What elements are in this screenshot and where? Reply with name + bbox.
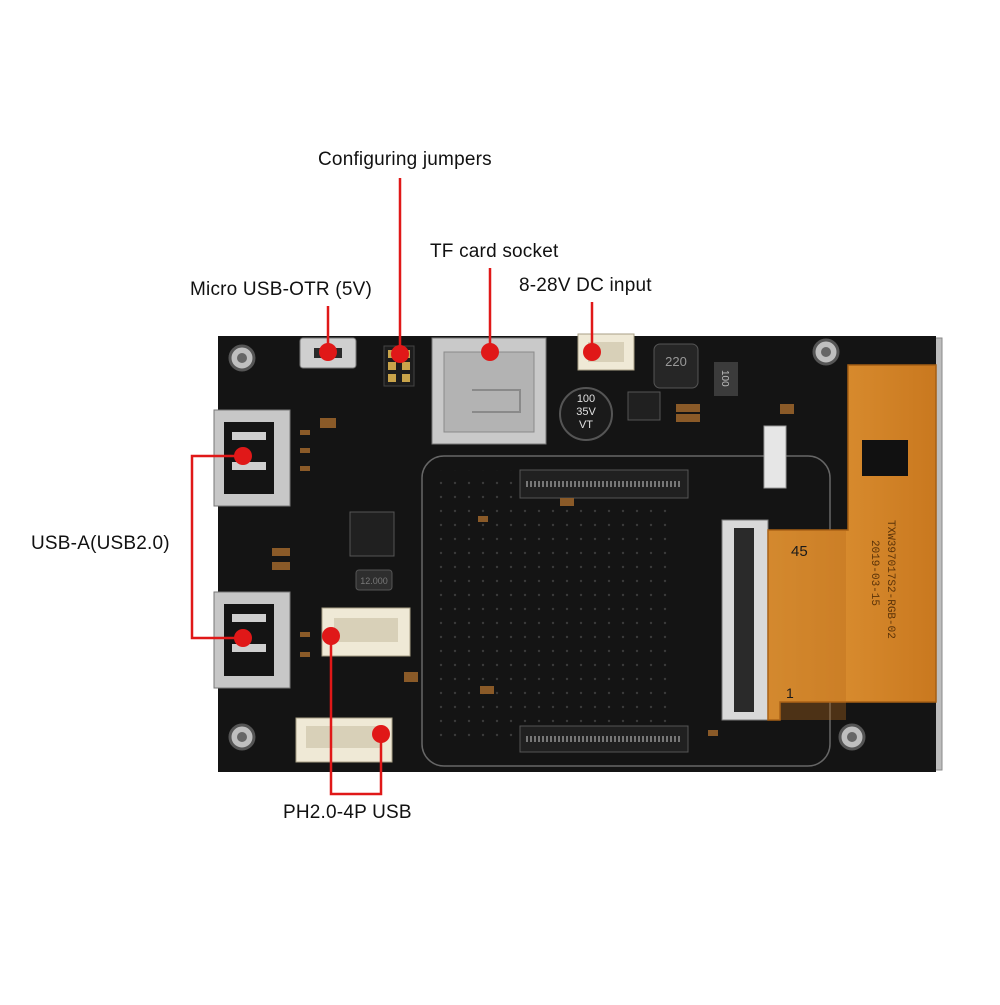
power-resistor bbox=[714, 362, 738, 396]
label-dc-input: 8-28V DC input bbox=[519, 275, 652, 296]
inductor bbox=[653, 343, 699, 389]
svg-text:35V: 35V bbox=[576, 406, 596, 418]
callout-dc-input bbox=[583, 302, 601, 361]
fpc-pin-45: 45 bbox=[791, 543, 808, 560]
regulator-chip bbox=[627, 391, 661, 421]
smd-components bbox=[272, 404, 794, 736]
panel-model: TXW397017S2-RGB-02 bbox=[884, 520, 896, 639]
label-tf-card-socket: TF card socket bbox=[430, 241, 559, 262]
electrolytic-capacitor: 100 35V VT bbox=[559, 387, 613, 441]
svg-text:100: 100 bbox=[577, 393, 595, 405]
label-micro-usb: Micro USB-OTR (5V) bbox=[190, 279, 372, 300]
crystal bbox=[355, 569, 393, 591]
usb-a-port-bottom bbox=[213, 591, 291, 689]
svg-text:VT: VT bbox=[579, 419, 593, 431]
touch-controller-chip bbox=[862, 440, 908, 476]
callout-usb-a bbox=[190, 447, 252, 647]
callout-tf-card bbox=[481, 268, 499, 361]
label-usb-a: USB-A(USB2.0) bbox=[31, 533, 170, 554]
callout-micro-usb bbox=[319, 306, 337, 361]
label-configuring-jumpers: Configuring jumpers bbox=[318, 149, 492, 170]
svg-text:220: 220 bbox=[665, 354, 687, 369]
usb-a-port-top bbox=[213, 409, 291, 507]
mounting-holes bbox=[228, 338, 866, 751]
callout-ph-usb bbox=[322, 627, 390, 796]
touch-fpc-latch bbox=[763, 425, 787, 489]
fpc-pin-1: 1 bbox=[786, 685, 794, 701]
label-ph-usb: PH2.0-4P USB bbox=[283, 802, 412, 823]
usb-hub-chip bbox=[349, 511, 395, 557]
module-dots bbox=[436, 470, 676, 742]
panel-date: 2019-03-15 bbox=[868, 540, 880, 606]
callout-jumpers bbox=[391, 178, 409, 363]
svg-text:100: 100 bbox=[719, 370, 730, 387]
svg-text:12.000: 12.000 bbox=[360, 576, 388, 586]
